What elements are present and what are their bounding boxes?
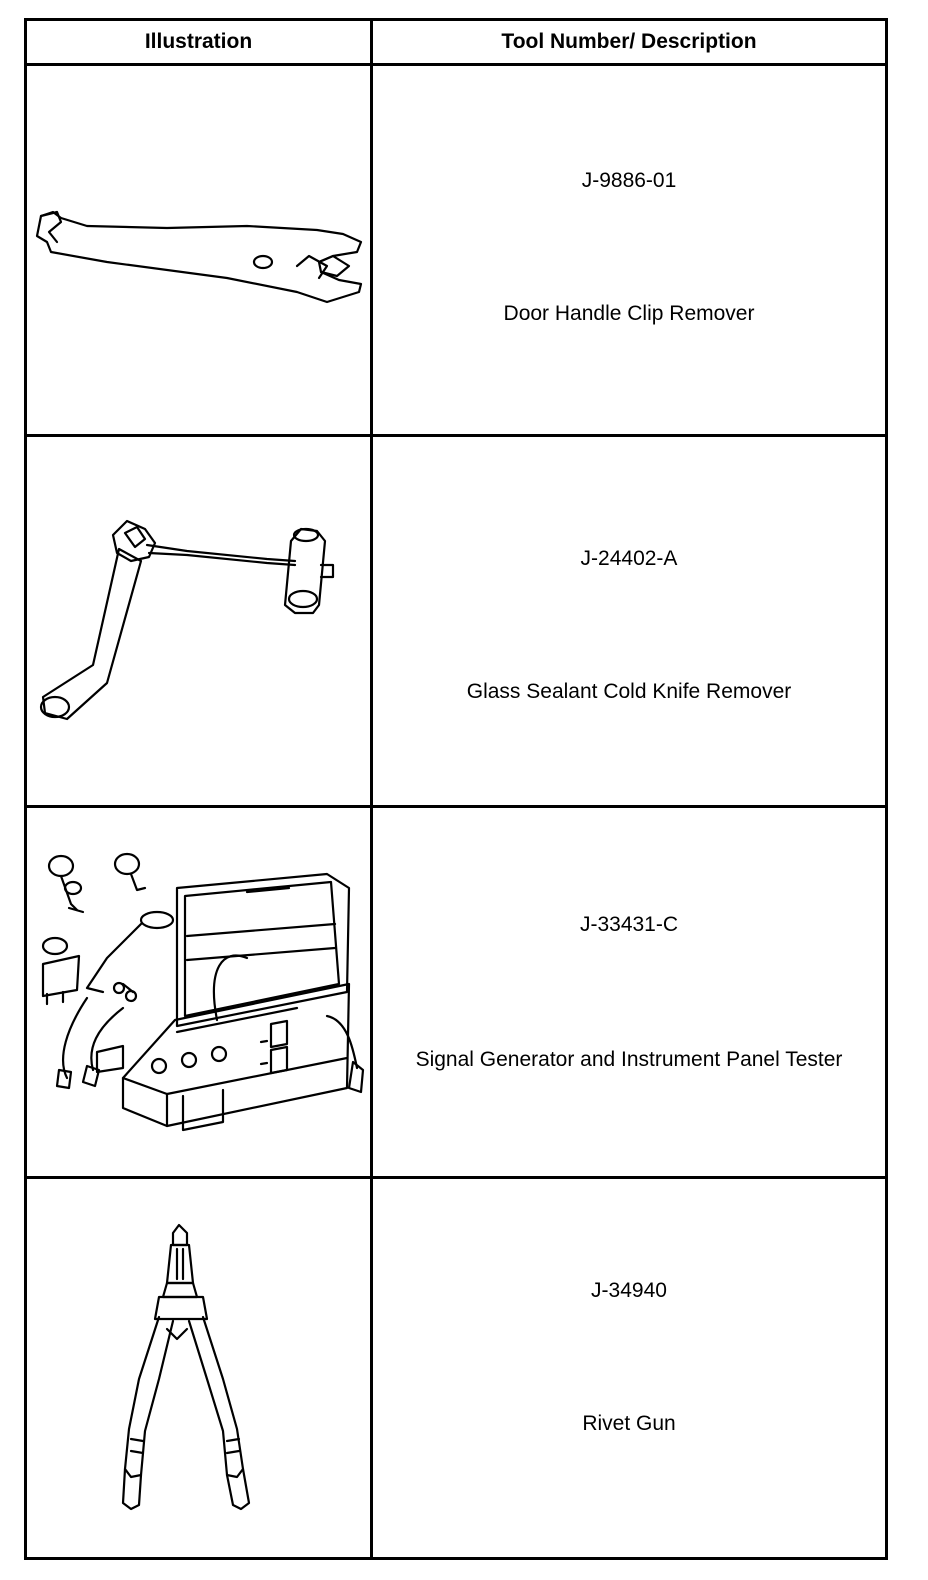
table-row-3-tool: J-33431-C Signal Generator and Instrumen… (373, 808, 885, 1176)
tool-description: Door Handle Clip Remover (503, 302, 755, 325)
table-row-1-illustration (27, 66, 370, 434)
header-divider (27, 63, 885, 66)
signal-generator-tester-icon (41, 852, 365, 1132)
table-row-3-illustration (27, 808, 370, 1176)
tool-description: Rivet Gun (582, 1412, 676, 1435)
table-row-2-illustration (27, 437, 370, 805)
table-row-1-tool: J-9886-01 Door Handle Clip Remover (373, 66, 885, 434)
column-divider (370, 21, 373, 1557)
header-tool-number-description: Tool Number/ Description (501, 30, 757, 53)
rivet-gun-icon (121, 1223, 251, 1511)
header-illustration: Illustration (144, 30, 253, 53)
table-row-2-tool: J-24402-A Glass Sealant Cold Knife Remov… (373, 437, 885, 805)
tool-number: J-9886-01 (581, 169, 677, 192)
tool-number: J-34940 (591, 1279, 667, 1302)
table-row-4-tool: J-34940 Rivet Gun (373, 1179, 885, 1557)
tool-number: J-33431-C (579, 913, 679, 936)
row-divider (27, 805, 885, 808)
row-divider (27, 434, 885, 437)
row-divider (27, 1176, 885, 1179)
tool-number: J-24402-A (580, 547, 678, 570)
door-handle-clip-remover-icon (35, 210, 363, 304)
tool-description: Signal Generator and Instrument Panel Te… (415, 1048, 843, 1071)
special-tools-table: Illustration Tool Number/ Description J-… (24, 18, 888, 1560)
table-row-4-illustration (27, 1179, 370, 1557)
cold-knife-remover-icon (39, 519, 335, 721)
tool-description: Glass Sealant Cold Knife Remover (466, 680, 792, 703)
